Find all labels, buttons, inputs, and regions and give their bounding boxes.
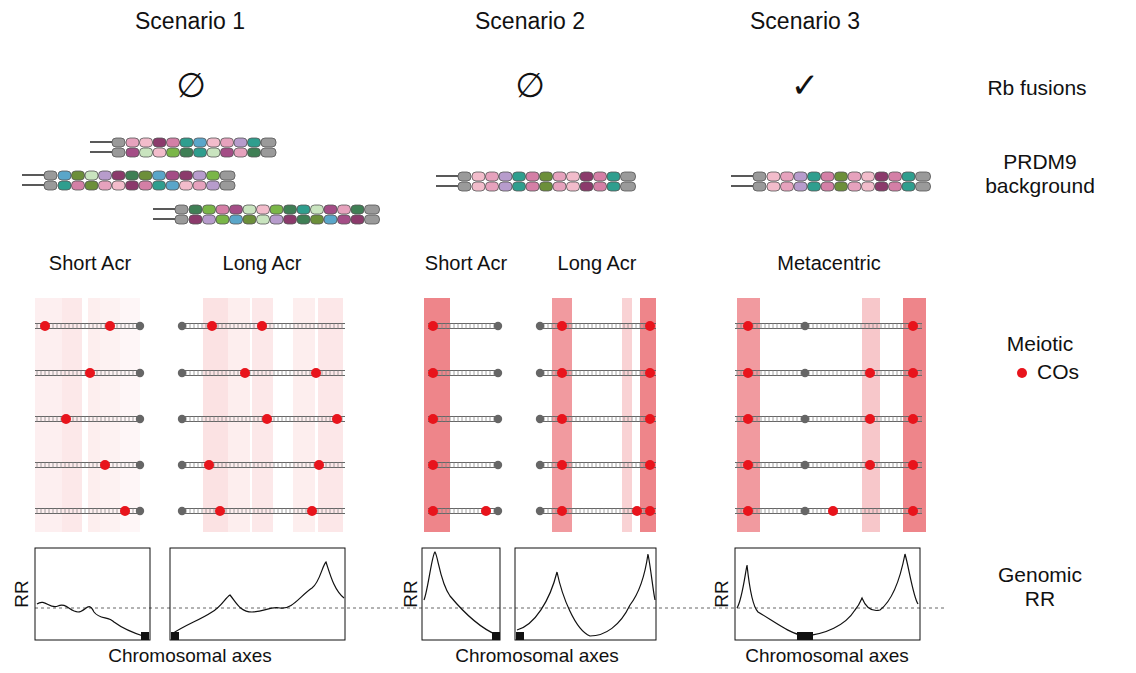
row-label: Meiotic <box>1007 332 1074 356</box>
status-symbol: ✓ <box>791 66 820 105</box>
scenario-title: Scenario 3 <box>750 8 860 34</box>
scenario-title: Scenario 2 <box>475 8 585 34</box>
row-label: Rb fusions <box>987 76 1086 100</box>
row-label: Chromosomal axes <box>745 645 909 667</box>
axis-label: RR <box>711 580 733 607</box>
row-label: Genomic RR <box>980 563 1100 611</box>
row-label: Short Acr <box>49 252 131 275</box>
row-label: PRDM9 background <box>965 150 1115 198</box>
axis-label: RR <box>400 580 422 607</box>
axis-label: RR <box>11 580 33 607</box>
row-label: Chromosomal axes <box>455 645 619 667</box>
row-label: COs <box>1037 360 1079 384</box>
row-label: Chromosomal axes <box>108 645 272 667</box>
row-label: Long Acr <box>558 252 637 275</box>
status-symbol: ∅ <box>515 66 545 105</box>
row-label: Short Acr <box>425 252 507 275</box>
scenario-title: Scenario 1 <box>135 8 245 34</box>
status-symbol: ∅ <box>176 66 206 105</box>
row-label: Metacentric <box>777 252 880 275</box>
row-label: Long Acr <box>223 252 302 275</box>
